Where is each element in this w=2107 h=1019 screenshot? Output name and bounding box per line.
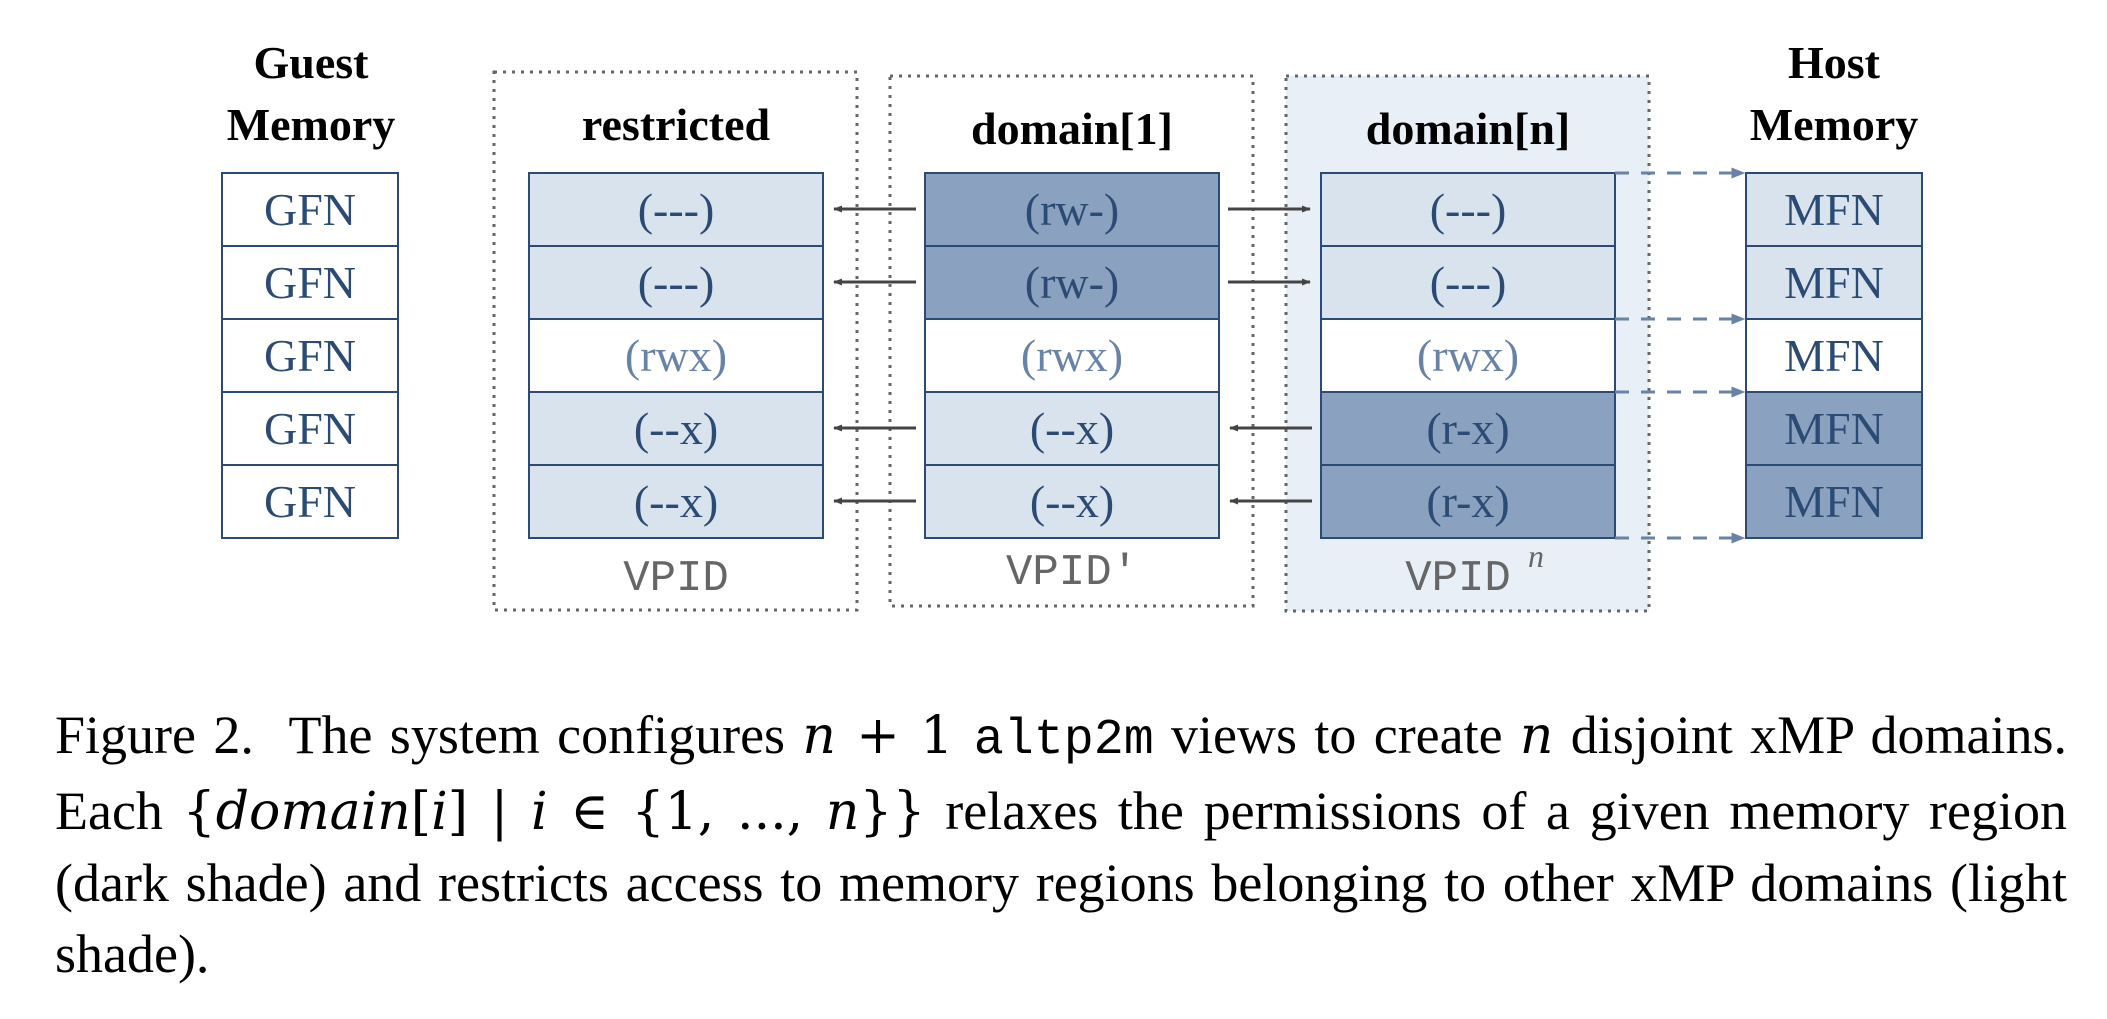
host-cell: MFN <box>1745 464 1923 539</box>
domain-1-view-frame <box>888 74 1255 608</box>
memory-view-diagram: Guest Memory restricted domain[1] domain… <box>221 37 1923 613</box>
domain-1-cell: (rw-) <box>924 172 1220 247</box>
host-cell-label: MFN <box>1784 476 1884 527</box>
host-cell-label: MFN <box>1784 330 1884 381</box>
restricted-view-column: (---) (---) (rwx) (--x) (--x) <box>528 172 824 539</box>
restricted-vpid-label: VPID <box>623 554 729 604</box>
permission-label: (---) <box>638 257 715 308</box>
caption-math-domain: domain <box>215 782 411 842</box>
domain-n-vpid-group: VPID n <box>1405 538 1544 604</box>
caption-text-2: views to create <box>1153 705 1520 765</box>
domain-n-cell: (---) <box>1320 172 1616 247</box>
domain-n-cell: (r-x) <box>1320 464 1616 539</box>
restricted-view-title: restricted <box>582 99 771 150</box>
host-memory-title-line1: Host <box>1788 37 1881 88</box>
domain-n-cell: (r-x) <box>1320 391 1616 466</box>
guest-cell-label: GFN <box>264 184 356 235</box>
domain-n-view-frame <box>1284 74 1651 613</box>
mapping-arrows <box>1615 167 1746 544</box>
host-memory-column: MFN MFN MFN MFN MFN <box>1745 172 1923 539</box>
guest-memory-title-line2: Memory <box>227 99 396 150</box>
host-cell: MFN <box>1745 391 1923 466</box>
caption-math-plus-one: + 1 <box>835 706 974 766</box>
caption-text-1: The system configures <box>288 705 803 765</box>
figure-label: Figure 2. <box>55 705 254 765</box>
permission-label: (---) <box>1430 257 1507 308</box>
restricted-view-frame <box>492 70 859 612</box>
permission-label: (rw-) <box>1025 257 1120 308</box>
guest-memory-title-line1: Guest <box>254 37 370 88</box>
caption-math-i: i <box>531 782 548 842</box>
domain-1-cell: (rw-) <box>924 245 1220 320</box>
guest-cell-label: GFN <box>264 330 356 381</box>
domain-n-cell: (---) <box>1320 245 1616 320</box>
caption-math-n: n <box>825 782 860 842</box>
caption-math-brace-close: }} <box>859 782 926 842</box>
domain-1-vpid-label: VPID′ <box>1006 548 1138 598</box>
domain-1-cell: (--x) <box>924 391 1220 466</box>
guest-cell-label: GFN <box>264 403 356 454</box>
domain-1-view-title: domain[1] <box>971 103 1173 154</box>
domain-1-cell: (--x) <box>924 464 1220 539</box>
domain-n-view-title: domain[n] <box>1366 103 1570 154</box>
restricted-cell: (--x) <box>528 391 824 466</box>
permission-label: (--x) <box>634 476 718 527</box>
caption-math-n: n <box>1519 706 1554 766</box>
caption-text-3: disjoint xMP domains. Each <box>55 705 2067 841</box>
host-cell: MFN <box>1745 245 1923 320</box>
figure-caption: Figure 2. The system configures n + 1 al… <box>55 700 2067 990</box>
permission-label: (--x) <box>1030 476 1114 527</box>
guest-cell-label: GFN <box>264 476 356 527</box>
restricted-cell: (---) <box>528 172 824 247</box>
restricted-cell: (rwx) <box>528 318 824 393</box>
caption-math-bracket-close: ] | <box>447 782 531 842</box>
guest-cell: GFN <box>221 245 399 320</box>
host-memory-title-line2: Memory <box>1750 99 1919 150</box>
permission-arrows <box>833 205 1312 505</box>
permission-label: (r-x) <box>1426 403 1509 454</box>
permission-label: (rwx) <box>625 330 727 381</box>
permission-label: (---) <box>1430 184 1507 235</box>
restricted-cell: (---) <box>528 245 824 320</box>
domain-n-cell: (rwx) <box>1320 318 1616 393</box>
caption-math-bracket-open: [ <box>410 782 432 842</box>
permission-label: (--x) <box>634 403 718 454</box>
domain-1-cell: (rwx) <box>924 318 1220 393</box>
guest-cell: GFN <box>221 391 399 466</box>
permission-label: (r-x) <box>1426 476 1509 527</box>
caption-math-n: n <box>802 706 836 766</box>
domain-1-view-column: (rw-) (rw-) (rwx) (--x) (--x) <box>924 172 1220 539</box>
caption-math-element-of: ∈ {1, ..., <box>547 782 826 842</box>
guest-cell: GFN <box>221 464 399 539</box>
host-cell: MFN <box>1745 318 1923 393</box>
guest-cell: GFN <box>221 172 399 247</box>
permission-label: (---) <box>638 184 715 235</box>
host-cell: MFN <box>1745 172 1923 247</box>
domain-n-vpid-superscript: n <box>1528 538 1544 574</box>
permission-label: (rwx) <box>1417 330 1519 381</box>
caption-code-altp2m: altp2m <box>973 712 1154 769</box>
caption-text-4: relaxes the permissions of a given memor… <box>55 781 2067 984</box>
caption-math-i: i <box>431 782 448 842</box>
host-cell-label: MFN <box>1784 403 1884 454</box>
caption-math-brace-open: { <box>182 782 216 842</box>
guest-cell: GFN <box>221 318 399 393</box>
guest-cell-label: GFN <box>264 257 356 308</box>
domain-n-view-column: (---) (---) (rwx) (r-x) (r-x) <box>1320 172 1616 539</box>
permission-label: (--x) <box>1030 403 1114 454</box>
domain-n-vpid-label: VPID <box>1405 554 1511 604</box>
host-cell-label: MFN <box>1784 257 1884 308</box>
guest-memory-column: GFN GFN GFN GFN GFN <box>221 172 399 539</box>
restricted-cell: (--x) <box>528 464 824 539</box>
host-cell-label: MFN <box>1784 184 1884 235</box>
permission-label: (rw-) <box>1025 184 1120 235</box>
permission-label: (rwx) <box>1021 330 1123 381</box>
